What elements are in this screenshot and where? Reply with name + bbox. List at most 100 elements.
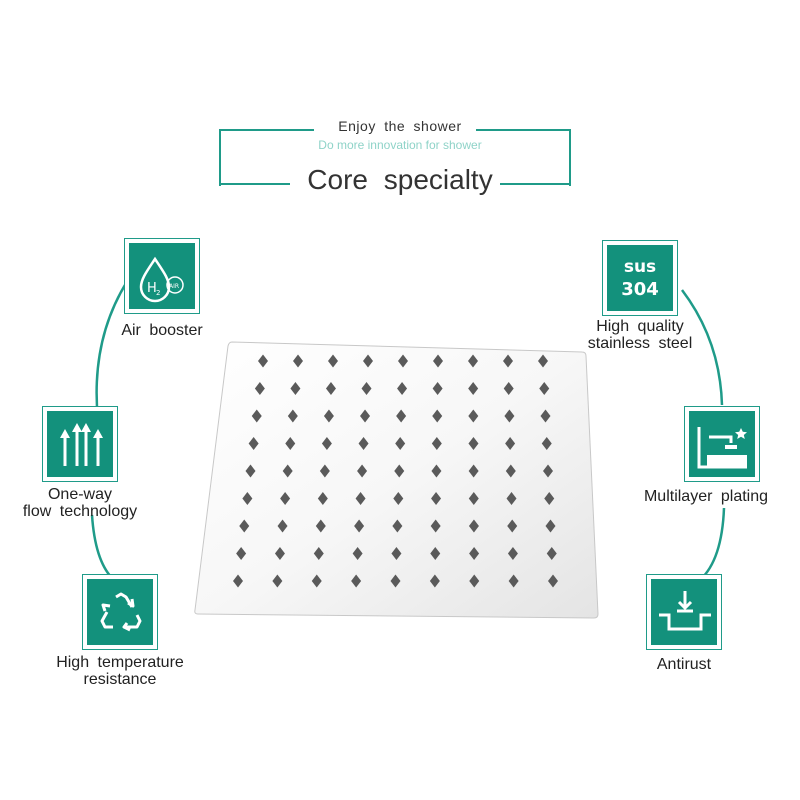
multilayer-plating-label: Multilayer plating	[643, 488, 769, 505]
nozzle	[505, 437, 516, 450]
nozzle	[317, 492, 328, 505]
nozzle	[431, 437, 442, 450]
badge-air-text: AIR	[169, 283, 179, 290]
nozzle	[468, 409, 479, 423]
nozzle	[545, 519, 556, 533]
nozzle	[325, 382, 336, 395]
antirust-label: Antirust	[656, 656, 712, 673]
nozzle	[538, 354, 548, 368]
nozzle	[352, 547, 363, 560]
nozzle	[258, 354, 268, 368]
nozzle	[469, 547, 480, 560]
nozzle	[313, 547, 324, 560]
nozzle	[391, 547, 402, 560]
nozzle	[543, 464, 553, 478]
nozzle	[236, 547, 247, 560]
nozzle	[358, 437, 369, 450]
h2-air-icon: H 2 AIR	[139, 256, 184, 303]
nozzle	[504, 409, 515, 423]
nozzle	[393, 492, 404, 505]
nozzle	[360, 409, 371, 423]
nozzle	[233, 574, 243, 588]
nozzle	[363, 354, 373, 368]
nozzle	[251, 409, 262, 423]
one-way-flow-badge	[42, 406, 118, 482]
upward-arrows-icon	[60, 423, 103, 466]
nozzle	[319, 464, 330, 478]
nozzle	[503, 382, 514, 395]
one-way-flow-label-1: One-way	[47, 486, 113, 503]
recycle-icon	[100, 592, 142, 632]
nozzle	[242, 492, 253, 505]
nozzle	[546, 547, 557, 560]
nozzle	[432, 409, 443, 423]
badge-sub-text: 2	[156, 289, 160, 297]
nozzle	[398, 354, 408, 368]
nozzle	[469, 574, 480, 588]
nozzle	[431, 464, 442, 478]
sus-text: sus	[623, 257, 657, 277]
anti-rust-icon	[659, 591, 711, 631]
nozzle	[468, 519, 479, 533]
nozzle	[507, 547, 518, 560]
nozzle	[505, 464, 516, 478]
sus-304-icon: sus 304	[602, 240, 678, 316]
nozzle	[507, 519, 518, 533]
nozzle	[503, 354, 513, 368]
nozzle	[287, 409, 298, 423]
nozzle	[544, 492, 555, 505]
nozzle	[392, 519, 403, 533]
nozzle	[394, 464, 405, 478]
nozzle	[468, 437, 479, 450]
nozzle	[285, 437, 296, 450]
nozzle	[433, 354, 443, 368]
antirust-badge	[646, 574, 722, 650]
faucet-icon	[697, 427, 747, 469]
nozzle	[315, 519, 326, 533]
nozzle	[397, 382, 408, 395]
nozzle	[274, 547, 285, 560]
nozzle	[468, 382, 479, 395]
nozzle	[254, 382, 265, 395]
nozzle	[357, 464, 368, 478]
nozzle	[395, 437, 406, 450]
header-subtitle: Do more innovation for shower	[318, 138, 482, 152]
nozzle	[541, 437, 552, 450]
high-temperature-label-1: High temperature	[56, 654, 184, 671]
nozzle	[468, 492, 479, 505]
stainless-steel-label-1: High quality	[596, 318, 684, 335]
nozzle	[431, 492, 442, 505]
nozzle	[277, 519, 288, 533]
air-booster-badge: H 2 AIR	[124, 238, 200, 314]
nozzle	[429, 574, 440, 588]
high-temperature-label-2: resistance	[83, 671, 157, 688]
header-tagline: Enjoy the shower	[338, 118, 462, 134]
nozzle	[239, 519, 250, 533]
multilayer-plating-badge	[684, 406, 760, 482]
nozzle	[355, 492, 366, 505]
nozzle	[548, 574, 558, 588]
stainless-steel-label-2: stainless steel	[587, 335, 693, 352]
nozzle	[311, 574, 322, 588]
high-temperature-badge	[82, 574, 158, 650]
nozzle	[430, 519, 441, 533]
nozzle	[468, 464, 479, 478]
sus-304-text: 304	[621, 279, 659, 300]
nozzle	[508, 574, 519, 588]
header-frame	[219, 129, 571, 186]
nozzle	[396, 409, 407, 423]
nozzle	[280, 492, 291, 505]
nozzle	[506, 492, 517, 505]
nozzle	[321, 437, 332, 450]
nozzle	[323, 409, 334, 423]
nozzle	[539, 382, 550, 395]
nozzle	[248, 437, 259, 450]
nozzle	[432, 382, 443, 395]
nozzle	[293, 354, 303, 368]
nozzle	[540, 409, 551, 423]
one-way-flow-label-2: flow technology	[22, 503, 138, 520]
badge-h-text: H	[147, 281, 157, 296]
nozzle	[351, 574, 362, 588]
nozzle	[468, 354, 478, 368]
nozzle	[361, 382, 372, 395]
